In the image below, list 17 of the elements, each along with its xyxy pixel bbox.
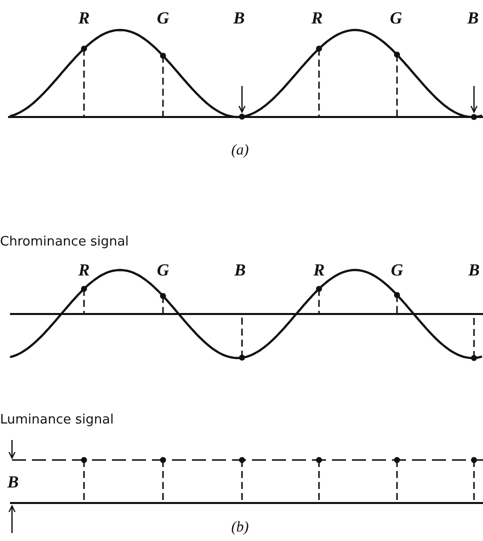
- channel-letter: B: [234, 262, 246, 278]
- channel-letter: R: [78, 10, 90, 26]
- dimension-label: B: [7, 474, 19, 490]
- panel-caption: (b): [231, 520, 249, 536]
- channel-letter: G: [390, 262, 404, 278]
- channel-letter: G: [390, 10, 402, 26]
- channel-letter: R: [313, 262, 325, 278]
- channel-letter: B: [233, 10, 245, 26]
- channel-letter: R: [78, 262, 90, 278]
- signal-title: Chrominance signal: [0, 236, 129, 248]
- channel-letter: G: [156, 262, 170, 278]
- channel-letter: R: [311, 10, 323, 26]
- channel-letter: B: [467, 10, 479, 26]
- panel-caption: (a): [231, 144, 249, 158]
- signal-title: Luminance signal: [0, 414, 114, 426]
- channel-letter: G: [156, 10, 170, 26]
- channel-letter: B: [468, 262, 480, 278]
